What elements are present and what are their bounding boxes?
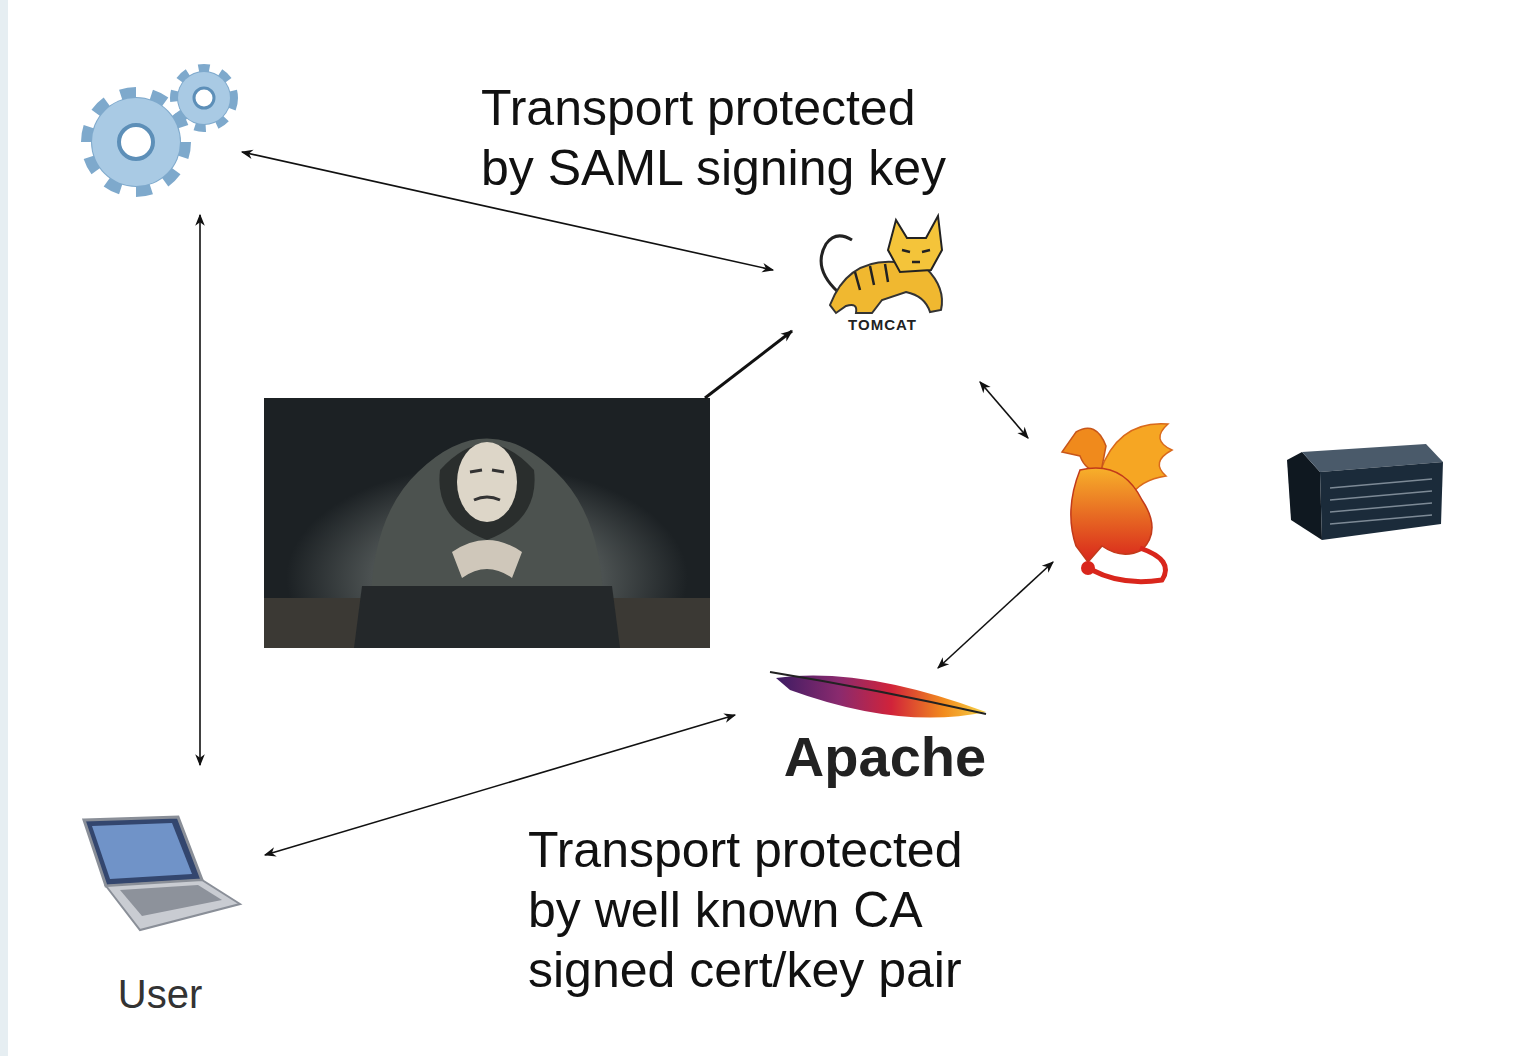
photo-ground — [264, 398, 710, 648]
feather-quill — [770, 672, 986, 714]
arrow — [980, 382, 1028, 438]
gear-big-hole — [119, 125, 153, 159]
griffin-tail-tip — [1081, 561, 1095, 575]
user-node: User — [55, 808, 265, 1018]
gear-small-hole — [194, 88, 214, 108]
laptop-icon — [84, 817, 240, 930]
mask-features — [470, 470, 504, 500]
arrow — [938, 562, 1053, 668]
node-text: TOMCAT — [848, 317, 917, 332]
gear-big — [91, 97, 181, 187]
node-text: Apache — [784, 729, 986, 785]
cat-stripes — [855, 250, 930, 290]
annotation-text: Transport protected by SAML signing key — [481, 78, 971, 198]
laptop-keys — [120, 885, 222, 916]
tomcat-node: TOMCAT — [805, 210, 960, 335]
laptop-back — [354, 586, 620, 648]
hands — [452, 540, 522, 578]
laptop-display — [92, 823, 192, 879]
griffin-head — [1062, 428, 1106, 472]
cat-head — [888, 216, 942, 272]
griffin-logo — [1062, 424, 1172, 582]
mask-face — [457, 442, 517, 522]
server-icon — [1287, 444, 1443, 540]
tomcat-logo — [821, 216, 942, 313]
server-bays — [1330, 479, 1432, 524]
node-text: User — [118, 974, 202, 1014]
gear-small — [177, 71, 231, 125]
page-edge — [0, 0, 8, 1056]
laptop-base — [106, 880, 240, 930]
hacker-photo — [264, 398, 710, 648]
griffin-tail — [1092, 548, 1166, 582]
griffin-body — [1071, 468, 1152, 562]
gear-big-face — [92, 98, 180, 186]
annotation-text: Transport protected by well known CA sig… — [528, 820, 988, 1000]
attack-arrow — [705, 331, 792, 398]
laptop-screen — [84, 817, 202, 886]
server-front — [1320, 462, 1443, 540]
gears-icon — [91, 71, 231, 187]
gear-small-face — [178, 72, 230, 124]
apache-node: Apache — [735, 662, 1035, 787]
arrow — [199, 215, 201, 765]
apache-feather — [770, 672, 986, 718]
feather — [776, 676, 986, 718]
